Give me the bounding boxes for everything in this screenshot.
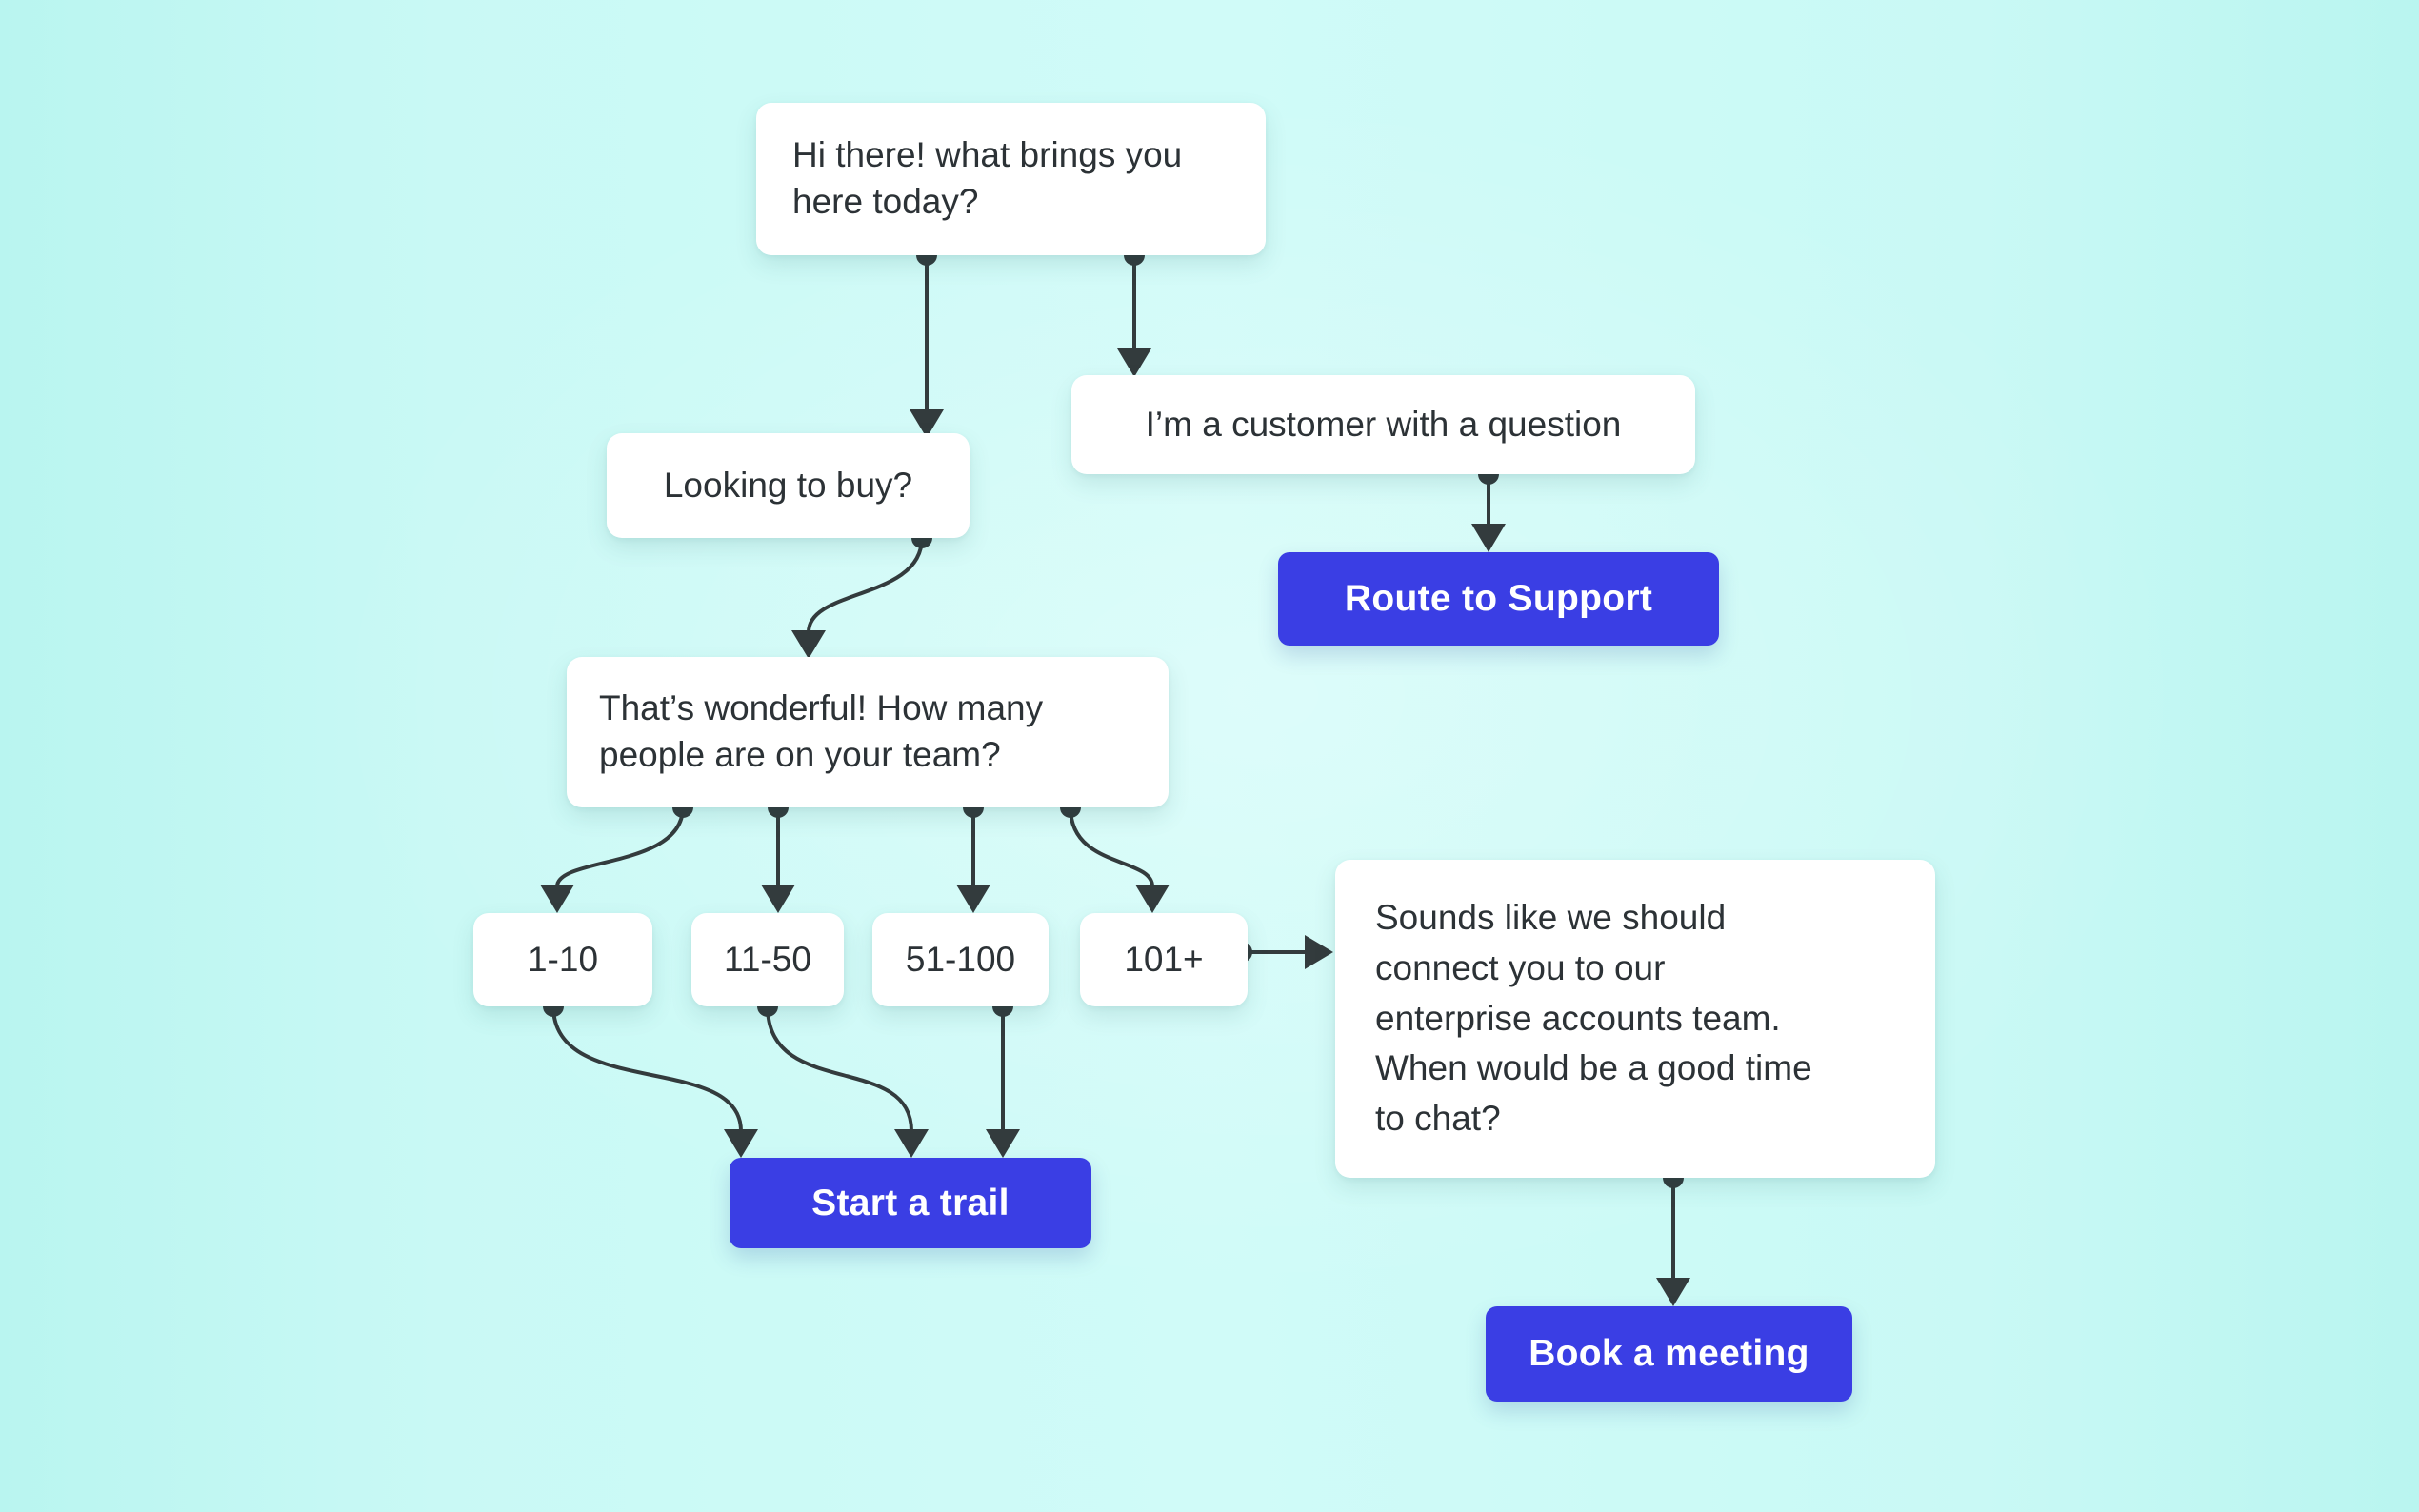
button-label: Route to Support [1344, 578, 1653, 619]
node-greeting-message[interactable]: Hi there! what brings you here today? [756, 103, 1266, 255]
button-label: Book a meeting [1529, 1333, 1809, 1374]
arrowhead-icon [1471, 524, 1506, 552]
edge-teamsize-to-101plus [1069, 806, 1154, 887]
node-enterprise-message[interactable]: Sounds like we should connect you to our… [1335, 860, 1935, 1178]
button-label: Start a trail [811, 1182, 1010, 1224]
node-option-51-100[interactable]: 51-100 [872, 913, 1049, 1006]
node-looking-to-buy[interactable]: Looking to buy? [607, 433, 970, 538]
arrowhead-icon [986, 1129, 1020, 1158]
edge-11-50-to-trail [766, 1005, 913, 1132]
node-label: Sounds like we should connect you to our… [1375, 897, 1812, 1139]
route-to-support-button[interactable]: Route to Support [1278, 552, 1719, 646]
node-label: 11-50 [724, 939, 811, 979]
arrowhead-icon [761, 885, 795, 913]
node-label: That’s wonderful! How many people are on… [599, 688, 1044, 774]
edge-1-10-to-trail [551, 1005, 743, 1132]
arrowhead-icon [1117, 348, 1151, 377]
arrowhead-icon [540, 885, 574, 913]
node-option-101-plus[interactable]: 101+ [1080, 913, 1248, 1006]
arrowhead-icon [1656, 1278, 1690, 1306]
start-a-trail-button[interactable]: Start a trail [730, 1158, 1091, 1248]
edge-teamsize-to-1-10 [555, 806, 685, 887]
arrowhead-icon [791, 630, 826, 659]
node-label: 101+ [1124, 939, 1204, 979]
node-option-1-10[interactable]: 1-10 [473, 913, 652, 1006]
node-label: I’m a customer with a question [1145, 404, 1622, 444]
node-team-size-question[interactable]: That’s wonderful! How many people are on… [567, 657, 1169, 807]
book-a-meeting-button[interactable]: Book a meeting [1486, 1306, 1852, 1402]
node-customer-question[interactable]: I’m a customer with a question [1071, 375, 1695, 474]
arrowhead-icon [724, 1129, 758, 1158]
arrowhead-icon [910, 409, 944, 438]
node-option-11-50[interactable]: 11-50 [691, 913, 844, 1006]
arrowhead-icon [1135, 885, 1170, 913]
node-label: 51-100 [905, 939, 1016, 979]
edge-looking-to-teamsize [807, 537, 924, 633]
node-label: 1-10 [527, 939, 599, 979]
arrowhead-icon [956, 885, 990, 913]
arrowhead-icon [1305, 935, 1333, 969]
node-label: Hi there! what brings you here today? [792, 135, 1183, 221]
node-label: Looking to buy? [663, 465, 913, 505]
arrowhead-icon [894, 1129, 929, 1158]
